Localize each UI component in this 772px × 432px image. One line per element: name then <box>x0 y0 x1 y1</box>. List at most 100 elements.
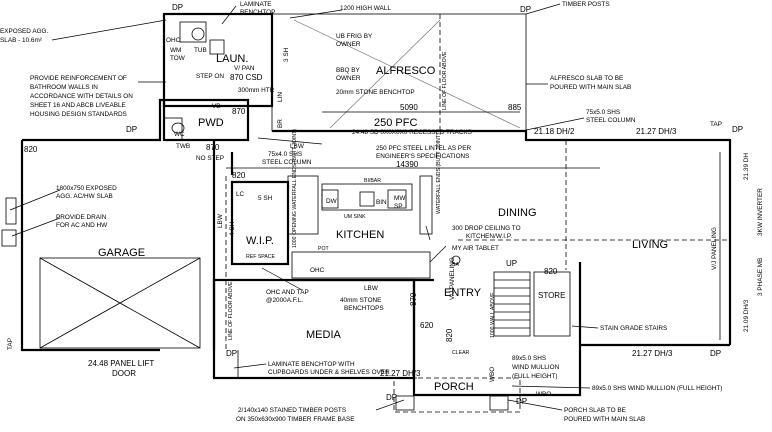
note-ref-space: REF SPACE <box>246 254 276 260</box>
room-label-garage: GARAGE <box>98 247 145 259</box>
note-no-step: NO STEP <box>196 155 224 162</box>
dim-sh3: 3 SH <box>283 47 290 62</box>
note-ub-frig-2: OWNER <box>336 41 361 48</box>
fixture-sp: SP <box>394 203 403 210</box>
note-alfresco-slab-2: POURED WITH MAIN SLAB <box>550 84 631 91</box>
note-lbw-column-1: 75x4.0 SHS <box>268 151 302 158</box>
dim-820a: 820 <box>24 145 38 154</box>
fixture-dw: DW <box>326 198 338 205</box>
note-wind-mullion-2: WIND MULLION <box>512 364 560 371</box>
note-csd-870: 870 CSD <box>230 73 263 82</box>
dim-870a: 870 <box>232 107 246 116</box>
note-lbw-column-2: STEEL COLUMN <box>262 159 312 166</box>
level-dp-2: DP <box>520 5 531 14</box>
note-htr: 300mm HTR <box>238 87 275 94</box>
note-stone-40-2: BENCHTOPS <box>344 305 384 312</box>
room-label-kitchen: KITCHEN <box>336 229 384 241</box>
note-reinforcement-2: BATHROOM WALLS IN <box>30 84 98 91</box>
note-drop-ceiling-2: KITCHEN/W.I.P. <box>466 233 512 240</box>
note-porch-slab-1: PORCH SLAB TO BE <box>564 407 626 414</box>
level-dp-5: DP <box>226 349 237 358</box>
note-recessed-tracks: 24.48 SD 0X0X0X0 RECESSED TRACKS <box>352 129 472 136</box>
exterior-wall-top <box>22 98 164 142</box>
room-label-living: LIVING <box>632 239 668 251</box>
note-sa: SA <box>452 262 459 268</box>
dim-pfc250: 250 PFC <box>374 117 417 129</box>
note-porch-slab-2: POURED WITH MAIN SLAB <box>564 416 645 423</box>
note-panel-lift-2: DOOR <box>112 369 136 378</box>
dim-820b: 820 <box>232 171 246 180</box>
note-waterfall-1: 1000 OPENING WATERFALL ENDS (BUTT JOINT) <box>292 129 298 248</box>
room-label-wip: W.I.P. <box>246 235 274 247</box>
note-for-ac-hw: FOR AC AND HW <box>56 222 108 229</box>
note-wall-1000: 1000 WALL ABOVE <box>490 292 496 338</box>
level-dp-4: DP <box>732 125 743 134</box>
fixture-lbw-1: LBW <box>290 143 305 150</box>
fixture-lc: LC <box>236 191 245 198</box>
note-pfc-lintel-1: 250 PFC STEEL LINTEL AS PER <box>376 145 471 152</box>
note-bbq-1: BBQ BY <box>336 67 361 74</box>
level-dh2: 21.18 DH/2 <box>534 127 575 136</box>
note-bbq-2: OWNER <box>336 75 361 82</box>
note-reinforcement-3: ACCORDANCE WITH DETAILS ON <box>30 93 133 100</box>
room-label-entry: ENTRY <box>444 287 482 299</box>
level-dp-8: DP <box>516 397 527 406</box>
note-timber-posts: TIMBER POSTS <box>562 1 610 8</box>
note-stone-40-1: 40mm STONE <box>340 297 381 304</box>
fixture-bin: BIN <box>376 199 387 206</box>
note-wind-mullion-full: 89x5.0 SHS WIND MULLION (FULL HEIGHT) <box>592 385 722 392</box>
note-high-wall: 1200 HIGH WALL <box>340 5 391 12</box>
note-stain-grade: STAIN GRADE STAIRS <box>600 325 667 332</box>
fixture-lbw-3: LBW <box>364 285 379 292</box>
level-dh3-right-1: 21.39 DH <box>743 153 750 180</box>
note-wind-mullion-3: (FULL HEIGHT) <box>512 373 558 380</box>
fixture-br: BR <box>277 119 284 128</box>
fixture-ohc: OHC <box>166 37 181 44</box>
fixture-ohc2: OHC <box>310 267 325 274</box>
level-tap-1: TAP <box>710 121 722 128</box>
note-v-pan: V/ PAN <box>234 65 255 72</box>
note-stained-posts-1: 2/140x140 STAINED TIMBER POSTS <box>238 407 346 414</box>
note-three-phase-mb: 3 PHASE MB <box>757 258 764 296</box>
note-stone-20: 20mm STONE BENCHTOP <box>336 89 415 96</box>
fixture-lin: LIN <box>277 92 284 102</box>
fixture-wc: WC <box>174 131 185 138</box>
laundry-walls <box>162 12 274 108</box>
level-dp-1: DP <box>172 3 183 12</box>
note-wind-mullion-1: 89x5.0 SHS <box>512 355 546 362</box>
level-dh3-bottom: 21.27 DH/3 <box>632 349 673 358</box>
fixture-pot: POT <box>318 246 329 252</box>
level-dh3-porch: 21.27 DH/3 <box>380 369 421 378</box>
fixture-wbo-1: WBO <box>536 391 551 398</box>
note-drop-ceiling-1: 300 DROP CEILING TO <box>452 225 521 232</box>
note-line-floor-above-2: LINE OF FLOOR ABOVE <box>442 51 448 110</box>
fixture-wbo-2: WBO <box>489 367 496 382</box>
room-label-media: MEDIA <box>306 329 342 341</box>
note-exposed-slab-1: 1800x750 EXPOSED <box>56 185 117 192</box>
note-shs-column-1: 75x5.0 SHS <box>586 109 620 116</box>
dim-sh5: 5 SH <box>258 195 273 202</box>
fixture-wm: WM <box>170 47 181 54</box>
note-exposed-agg-1: EXPOSED AGG. <box>0 28 49 35</box>
note-reinforcement-4: SHEET 16 AND ABCB LIVEABLE <box>30 102 126 109</box>
fixture-vb: VB <box>212 103 221 110</box>
room-label-porch: PORCH <box>434 381 474 393</box>
dim-5090: 5090 <box>400 103 418 112</box>
level-dp-6: DP <box>710 349 721 358</box>
note-clear: CLEAR <box>452 350 470 356</box>
note-laminate-1: LAMINATE <box>240 1 272 8</box>
note-reinforcement-5: HOUSING DESIGN STANDARDS <box>30 111 127 118</box>
note-step-on: STEP ON <box>196 73 224 80</box>
note-provide-drain: PROVIDE DRAIN <box>56 214 107 221</box>
note-laminate-cupboards-1: LAMINATE BENCHTOP WITH <box>268 361 355 368</box>
note-stained-posts-2: ON 350x630x900 TIMBER FRAME BASE <box>236 416 355 423</box>
note-up: UP <box>506 259 517 268</box>
dim-820d: 820 <box>445 328 454 342</box>
note-reinforcement-1: PROVIDE REINFORCEMENT OF <box>30 75 127 82</box>
level-dh3-top: 21.27 DH/3 <box>636 127 677 136</box>
note-ohc-tap-2: @2000A.F.L. <box>266 297 303 304</box>
dim-885: 885 <box>508 103 522 112</box>
fixture-tub: TUB <box>194 47 207 54</box>
note-ohc-tap-1: OHC AND TAP <box>266 289 309 296</box>
